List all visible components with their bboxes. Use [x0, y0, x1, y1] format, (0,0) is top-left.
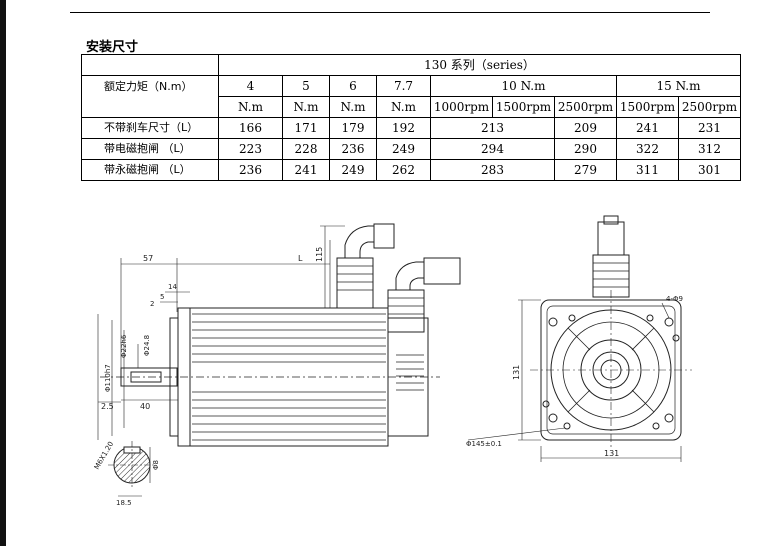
dim-5: 5	[160, 293, 164, 301]
dim-pcd: Φ145±0.1	[466, 440, 502, 448]
table-cell: 241	[282, 159, 330, 181]
table-cell: 236	[218, 159, 283, 181]
table-cell: 311	[616, 159, 679, 181]
top-connector-plug	[597, 221, 625, 256]
table-row: 带永磁抱闸 （L） 236 241 249 262 283 279 311 30…	[81, 159, 741, 181]
dim-shaft-dia: Φ24.8	[143, 335, 151, 356]
front-view: 4-Φ9 131 131 Φ145±0.1	[466, 215, 692, 462]
mount-hole-br	[664, 413, 674, 423]
unit-cell: N.m	[376, 96, 431, 118]
dim-spigot-dia: Φ22h6	[120, 334, 128, 358]
dim-57: 57	[143, 254, 153, 263]
unit-cell: N.m	[329, 96, 377, 118]
dim-key-width: Φ8	[152, 460, 160, 470]
power-connector-elbow	[344, 225, 375, 258]
dim-thread: M6X1.20	[93, 440, 115, 471]
encoder-connector-elbow	[395, 261, 425, 290]
shaft-section-view: M6X1.20 Φ8 18.5	[93, 440, 160, 507]
dim-mount-holes: 4-Φ9	[666, 295, 683, 303]
dimension-lines	[97, 225, 345, 440]
dim-115: 115	[315, 247, 324, 262]
speed-cell: 2500rpm	[554, 96, 617, 118]
table-cell: 179	[329, 117, 377, 139]
table-cell: 249	[329, 159, 377, 181]
encoder-connector	[387, 289, 425, 333]
mount-hole-tr	[664, 317, 674, 327]
dim-flange-height: 131	[512, 365, 521, 380]
power-connector-plug	[373, 223, 395, 249]
section-title: 安装尺寸	[86, 40, 139, 55]
dim-l: L	[298, 254, 303, 263]
table-cell: 241	[616, 117, 679, 139]
dim-2: 2	[150, 300, 154, 308]
encoder-connector-plug	[423, 257, 461, 285]
table-cell: 279	[554, 159, 617, 181]
dim-pilot-dia: Φ110h7	[104, 364, 112, 392]
dim-14: 14	[168, 283, 177, 291]
speed-cell: 1500rpm	[616, 96, 679, 118]
left-border-bar	[0, 0, 6, 546]
dim-40: 40	[140, 402, 150, 411]
rear-cap	[387, 317, 429, 437]
dim-flange-width: 131	[604, 449, 619, 458]
header-rule	[70, 12, 710, 13]
row-label: 带永磁抱闸 （L）	[81, 159, 219, 181]
cooling-fins	[192, 313, 386, 441]
dim-key-depth: 18.5	[116, 499, 132, 507]
unit-cell: N.m	[282, 96, 330, 118]
spec-table: 130 系列（series） 额定力矩（N.m） 4 5 6 7.7 10 N.…	[81, 54, 741, 181]
side-view: 57 L 115 14 5 2 Φ22h6 Φ24.8 Φ110h7 2.5 4…	[97, 223, 461, 447]
rated-torque-label: 额定力矩（N.m）	[81, 75, 219, 118]
mount-hole-tl	[548, 317, 558, 327]
table-row: 不带刹车尺寸（L） 166 171 179 192 213 209 241 23…	[81, 117, 741, 139]
table-cell: 262	[376, 159, 431, 181]
table-cell: 301	[678, 159, 741, 181]
power-connector	[336, 257, 374, 309]
group-15nm: 15 N.m	[616, 75, 741, 97]
dim-2-5: 2.5	[101, 402, 114, 411]
mount-hole-bl	[548, 413, 558, 423]
speed-cell: 2500rpm	[678, 96, 741, 118]
